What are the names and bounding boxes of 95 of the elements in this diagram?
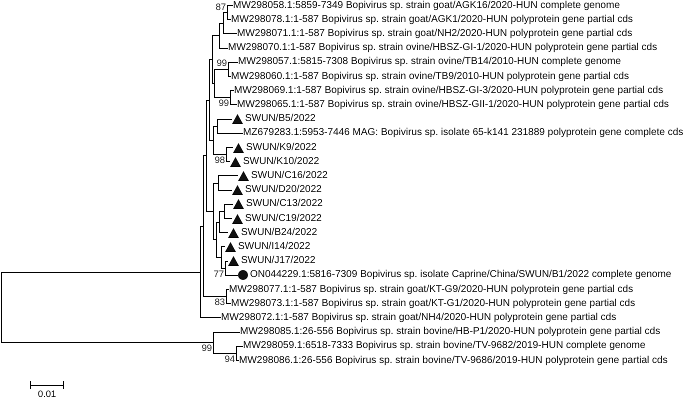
tree-branch — [220, 23, 224, 24]
tree-branch — [228, 5, 234, 6]
triangle-marker-icon — [232, 114, 243, 124]
tree-branch — [2, 272, 200, 273]
tree-branch — [212, 35, 220, 36]
tree-branch — [218, 133, 244, 134]
taxon-label: SWUN/J17/2022 — [241, 255, 316, 268]
triangle-marker-icon — [233, 199, 244, 210]
taxon-label: SWUN/K9/2022 — [246, 142, 317, 154]
tree-branch — [206, 100, 210, 101]
triangle-marker-icon — [230, 156, 241, 167]
tree-branch — [228, 62, 238, 63]
tree-branch — [224, 33, 238, 34]
taxon-label: MW298071.1:1-587 Bopivirus sp. strain goat/NH2/2020-HUN polyprotein gene partial cds — [237, 28, 632, 40]
tree-branch — [218, 175, 238, 176]
tree-branch — [224, 204, 234, 205]
taxon-label: SWUN/I14/2022 — [238, 240, 310, 253]
tree-branch — [214, 69, 228, 70]
tree-branch — [214, 332, 240, 333]
tree-branch — [200, 317, 222, 318]
scale-label: 0.01 — [36, 388, 58, 400]
bootstrap-value: 87 — [214, 2, 226, 12]
tree-branch — [226, 147, 234, 148]
tree-branch — [230, 104, 238, 105]
tree-branch — [220, 232, 228, 233]
taxon-label: MW298060.1:1-587 Bopivirus sp. strain ovine/TB9/2010-HUN polyprotein gene partial cds — [231, 70, 629, 82]
tree-branch — [204, 155, 206, 156]
tree-branch — [214, 239, 216, 240]
taxon-label: MW298086.1:26-556 Bopivirus sp. strain bovine/TV-9686/2019-HUN polyprotein gene partial cds — [239, 354, 668, 366]
tree-branch — [2, 342, 214, 343]
taxon-label: MW298059.1:6518-7333 Bopivirus sp. strain bovine/TV-9682/2019-HUN complete genome — [243, 340, 646, 352]
triangle-marker-icon — [232, 214, 243, 224]
bootstrap-value: 83 — [214, 297, 225, 308]
taxon-label: MW298085.1:26-556 Bopivirus sp. strain bovine/HB-P1/2020-HUN polyprotein gene partial cds — [240, 326, 660, 338]
tree-branch — [226, 275, 238, 276]
taxon-label: MW298070.1:1-587 Bopivirus sp. strain ovine/HBSZ-GI-1/2020-HUN polyprotein gene partial cds — [228, 42, 658, 54]
tree-branch — [206, 211, 214, 212]
tree-branch — [210, 59, 212, 60]
triangle-marker-icon — [228, 256, 239, 266]
tree-branch — [204, 296, 226, 297]
taxon-label: SWUN/C13/2022 — [246, 198, 323, 210]
tree-branch — [228, 76, 232, 77]
triangle-marker-icon — [225, 242, 236, 252]
tree-branch — [220, 48, 228, 49]
tree-branch — [224, 218, 232, 219]
tree-branch — [226, 289, 230, 290]
tree-branch — [224, 12, 228, 13]
bootstrap-value: 77 — [212, 268, 224, 279]
taxon-label: SWUN/C19/2022 — [245, 212, 322, 224]
triangle-marker-icon — [238, 170, 249, 181]
tree-branch — [236, 360, 240, 361]
tree-branch — [214, 183, 218, 184]
tree-branch — [230, 90, 234, 91]
taxon-label: SWUN/K10/2022 — [243, 156, 320, 168]
triangle-marker-icon — [228, 228, 239, 238]
taxon-label: SWUN/D20/2022 — [245, 184, 322, 196]
triangle-marker-icon — [233, 142, 244, 152]
tree-branch — [226, 303, 232, 304]
taxon-label: SWUN/C16/2022 — [251, 170, 328, 182]
tree-branch — [222, 268, 226, 269]
bootstrap-value: 99 — [200, 343, 212, 354]
tree-branch — [214, 353, 236, 354]
taxon-label: MW298069.1:1-587 Bopivirus sp. strain ovine/HBSZ-GI-3/2020-HUN polyprotein gene partial cds — [234, 84, 664, 97]
tree-branch — [226, 261, 228, 262]
tree-branch — [236, 346, 244, 347]
bootstrap-value: 94 — [224, 354, 235, 364]
circle-marker-icon — [238, 270, 248, 280]
tree-branch — [214, 97, 230, 98]
tree-branch — [228, 19, 232, 20]
tree-branch — [214, 154, 226, 155]
tree-branch — [210, 140, 214, 141]
taxon-label: ON044229.1:5816-7309 Bopivirus sp. isolate Caprine/China/SWUN/B1/2022 complete genome — [250, 269, 672, 282]
tree-branch — [218, 190, 232, 191]
tree-branch — [226, 161, 230, 162]
taxon-label: SWUN/B24/2022 — [241, 226, 318, 239]
tree-branch — [218, 119, 232, 120]
bootstrap-value: 99 — [218, 98, 229, 108]
tree-branch — [200, 226, 204, 227]
tree-branch — [216, 222, 220, 223]
taxon-label: MZ679283.1:5953-7446 MAG: Bopivirus sp. isolate 65-k141 231889 polyprotein gene complete cds — [243, 127, 684, 140]
taxon-label: MW298057.1:5815-7308 Bopivirus sp. strain ovine/TB14/2010-HUN complete genome — [238, 56, 621, 68]
tree-branch — [214, 126, 218, 127]
taxon-label: MW298078.1:1-587 Bopivirus sp. strain goat/AGK1/2020-HUN polyprotein gene partial cds — [231, 14, 633, 26]
taxon-label: MW298058.1:5859-7349 Bopivirus sp. strain goat/AGK16/2020-HUN complete genome — [233, 0, 620, 12]
tree-branch — [216, 257, 222, 258]
taxon-label: MW298077.1:1-587 Bopivirus sp. strain goat/KT-G9/2020-HUN polyprotein gene partial cds — [229, 284, 634, 296]
triangle-marker-icon — [232, 185, 243, 196]
taxon-label: SWUN/B5/2022 — [245, 113, 316, 126]
bootstrap-value: 99 — [216, 58, 227, 68]
taxon-label: MW298072.1:1-587 Bopivirus sp. strain goat/NH4/2020-HUN polyprotein gene partial cds — [221, 312, 616, 324]
tree-branch — [222, 246, 226, 247]
taxon-label: MW298065.1:1-587 Bopivirus sp. strain ovine/HBSZ-GII-1/2020-HUN polyprotein gene partial cds — [237, 98, 669, 111]
taxon-label: MW298073.1:1-587 Bopivirus sp. strain goat/KT-G1/2020-HUN polyprotein gene partial cds — [231, 298, 636, 310]
bootstrap-value: 98 — [214, 155, 225, 166]
tree-branch — [220, 211, 224, 212]
